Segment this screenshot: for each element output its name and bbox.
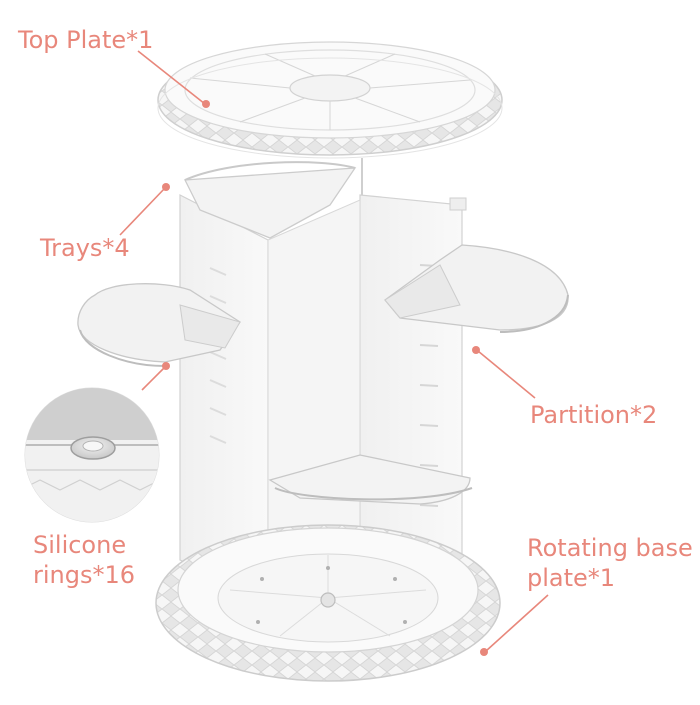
silicone-label-line2: rings*16	[33, 561, 136, 589]
silicone-ring-detail	[24, 387, 160, 523]
callout-lines	[119, 50, 549, 656]
top-plate	[157, 41, 503, 159]
silicone-label-line1: Silicone	[33, 531, 127, 559]
partition-label: Partition*2	[530, 401, 658, 429]
trays-label: Trays*4	[40, 234, 130, 262]
rotating-label-line2: plate*1	[527, 564, 616, 592]
tray-upper	[183, 161, 357, 239]
rotating-base-label: Rotating base plate*1	[527, 533, 693, 593]
top-plate-label: Top Plate*1	[18, 26, 154, 54]
rotating-base	[155, 524, 501, 682]
tray-right	[384, 244, 569, 333]
tray-left	[77, 283, 241, 367]
silicone-rings-label: Silicone rings*16	[33, 530, 135, 590]
tray-lower	[268, 454, 473, 505]
rotating-label-line1: Rotating base	[527, 534, 693, 562]
